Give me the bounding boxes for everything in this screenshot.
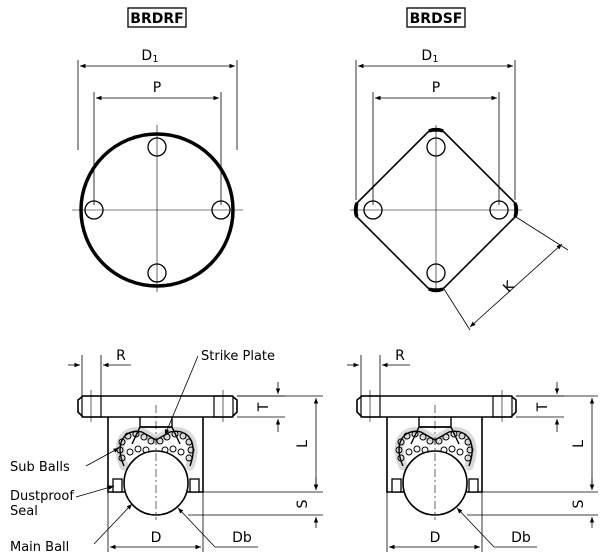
dimension-p-label: P: [432, 80, 440, 96]
bolt-hole: [489, 200, 509, 220]
dimension-d-label: D: [151, 530, 162, 546]
callout-main-ball: Main Ball: [10, 540, 69, 555]
sub-balls: [116, 430, 195, 462]
dustproof-seal: [189, 478, 200, 493]
dimension-p-label: P: [153, 80, 161, 96]
bolt-hole: [211, 200, 231, 220]
dimension-l-label: L: [571, 440, 587, 448]
bolt-hole: [426, 263, 446, 283]
callout-seal: Seal: [10, 504, 38, 519]
callout-sub-balls: Sub Balls: [10, 460, 70, 475]
flange-body: [77, 395, 238, 418]
dimension-db-label: Db: [511, 530, 531, 546]
callout-strike-plate: Strike Plate: [201, 349, 275, 364]
section-view-brdsf: R T: [347, 348, 598, 552]
title-brdsf: BRDSF: [406, 7, 466, 28]
dustproof-seal: [468, 478, 479, 493]
dimension-s-label: S: [295, 499, 311, 508]
bolt-hole: [147, 137, 167, 157]
dimension-d1-label: D1: [141, 48, 158, 65]
square-flange-top-view: D1 P K: [350, 48, 569, 331]
flange-body: [356, 395, 517, 418]
dimension-s-label: S: [571, 499, 587, 508]
title-brdrf: BRDRF: [127, 7, 187, 28]
svg-text:BRDRF: BRDRF: [130, 11, 183, 27]
dimension-k-label: K: [500, 278, 518, 296]
dimension-k-line: [469, 243, 563, 328]
callout-dustproof: Dustproof: [10, 489, 74, 504]
bolt-hole: [84, 200, 104, 220]
main-ball: [123, 450, 189, 516]
dimension-t-label: T: [256, 402, 272, 412]
dimension-d-label: D: [430, 530, 441, 546]
section-view-brdrf: R T: [10, 348, 323, 555]
dimension-r-label: R: [116, 348, 126, 364]
dimension-l-label: L: [295, 440, 311, 448]
round-flange-top-view: D1 P: [72, 48, 243, 292]
bolt-hole: [363, 200, 383, 220]
sub-balls: [395, 430, 474, 462]
bolt-hole: [147, 263, 167, 283]
dimension-d1-label: D1: [421, 48, 438, 65]
dustproof-seal: [112, 478, 123, 493]
dimension-r-label: R: [395, 348, 405, 364]
round-flange-outline: [79, 132, 235, 288]
bolt-hole: [426, 137, 446, 157]
dustproof-seal: [391, 478, 402, 493]
main-ball: [402, 450, 468, 516]
dimension-t-label: T: [535, 402, 551, 412]
svg-text:BRDSF: BRDSF: [410, 11, 463, 27]
dimension-db-label: Db: [232, 530, 252, 546]
